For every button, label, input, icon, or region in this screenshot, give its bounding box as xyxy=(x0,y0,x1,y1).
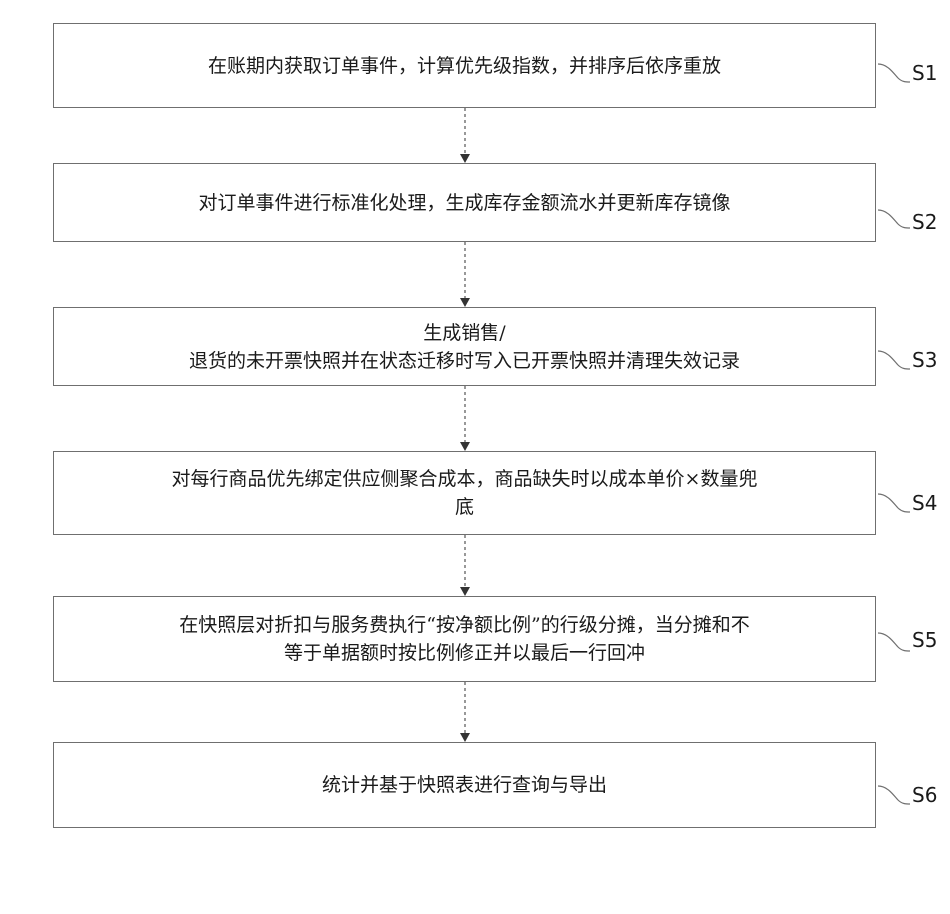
leader-line-s3 xyxy=(876,347,910,371)
leader-line-s2 xyxy=(876,206,910,230)
step-label-s1: S1 xyxy=(912,61,937,85)
connector-s3-s4 xyxy=(455,386,475,451)
leader-line-s5 xyxy=(876,629,910,653)
step-text-s3: 生成销售/ 退货的未开票快照并在状态迁移时写入已开票快照并清理失效记录 xyxy=(189,319,740,375)
step-text-s2: 对订单事件进行标准化处理，生成库存金额流水并更新库存镜像 xyxy=(198,189,730,217)
step-label-s4: S4 xyxy=(912,491,937,515)
step-text-s1: 在账期内获取订单事件，计算优先级指数，并排序后依序重放 xyxy=(208,52,721,80)
connector-s5-s6 xyxy=(455,682,475,742)
step-label-s2: S2 xyxy=(912,210,937,234)
step-box-s2: 对订单事件进行标准化处理，生成库存金额流水并更新库存镜像 xyxy=(53,163,876,242)
step-box-s5: 在快照层对折扣与服务费执行“按净额比例”的行级分摊，当分摊和不 等于单据额时按比… xyxy=(53,596,876,682)
step-box-s3: 生成销售/ 退货的未开票快照并在状态迁移时写入已开票快照并清理失效记录 xyxy=(53,307,876,386)
step-text-s6: 统计并基于快照表进行查询与导出 xyxy=(322,771,607,799)
step-label-s3: S3 xyxy=(912,348,937,372)
step-label-s6: S6 xyxy=(912,783,937,807)
step-text-s4: 对每行商品优先绑定供应侧聚合成本，商品缺失时以成本单价×数量兜 底 xyxy=(172,465,758,521)
step-box-s6: 统计并基于快照表进行查询与导出 xyxy=(53,742,876,828)
step-box-s1: 在账期内获取订单事件，计算优先级指数，并排序后依序重放 xyxy=(53,23,876,108)
leader-line-s4 xyxy=(876,490,910,514)
leader-line-s6 xyxy=(876,782,910,806)
step-label-s5: S5 xyxy=(912,628,937,652)
connector-s2-s3 xyxy=(455,242,475,307)
connector-s1-s2 xyxy=(455,108,475,163)
leader-line-s1 xyxy=(876,60,910,84)
step-text-s5: 在快照层对折扣与服务费执行“按净额比例”的行级分摊，当分摊和不 等于单据额时按比… xyxy=(179,611,749,667)
connector-s4-s5 xyxy=(455,535,475,596)
step-box-s4: 对每行商品优先绑定供应侧聚合成本，商品缺失时以成本单价×数量兜 底 xyxy=(53,451,876,535)
